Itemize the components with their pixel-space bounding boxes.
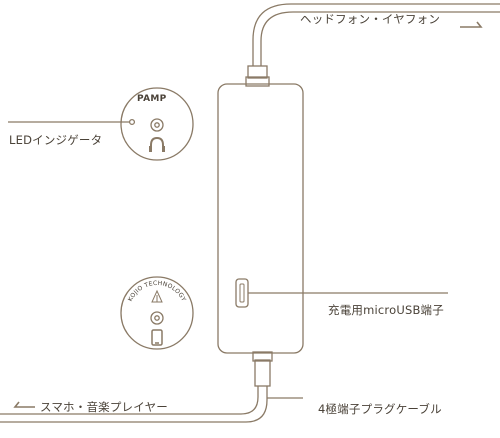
smartphone-label: スマホ・音楽プレイヤー [40,400,169,414]
headphones-icon [149,136,165,152]
pamp-disc [120,87,194,161]
smartphone-icon [151,329,163,346]
smartphone-cable [0,386,268,423]
micro-usb-label: 充電用microUSB端子 [328,303,444,317]
led-dot-icon [128,118,136,126]
arrow-left-icon [13,401,35,408]
bottom-plug [252,351,273,387]
kojio-logo-icon [151,289,163,303]
arrow-right-icon [460,21,483,28]
micro-usb-port [235,278,249,308]
cable-label: 4極端子プラグケーブル [318,402,442,416]
headphone-cable [252,3,500,66]
top-plug [245,65,270,87]
device-body [217,83,304,354]
led-indicator-label: LEDインジゲータ [9,133,103,147]
kojio-disc [120,276,194,350]
pamp-brand: PAMP [137,94,167,104]
headphone-label: ヘッドフォン・イヤフォン [300,12,441,26]
